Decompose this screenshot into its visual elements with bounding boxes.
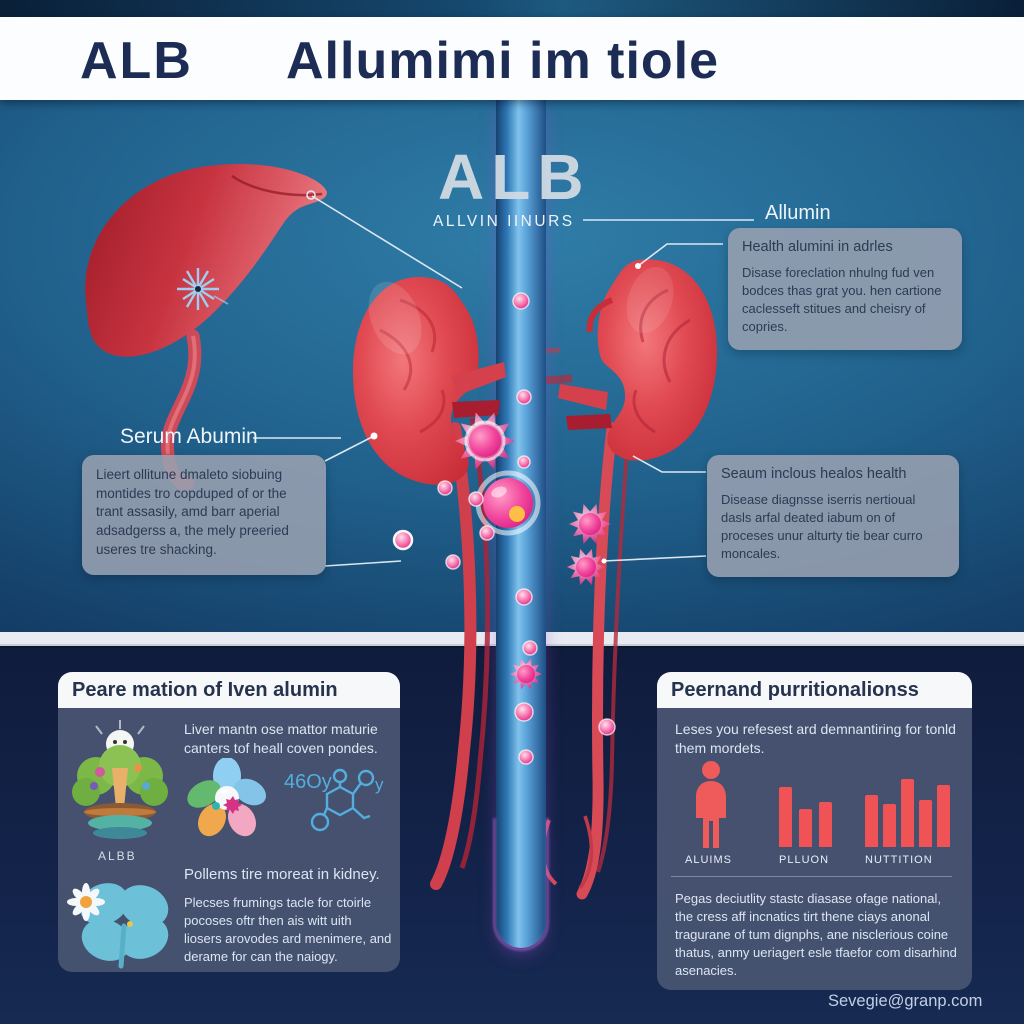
- alb-subtitle: ALLVIN IINURS: [433, 213, 575, 230]
- daisy-icon: [67, 883, 105, 921]
- alb-watermark: ALB: [438, 141, 591, 213]
- callout-title: Seaum inclous healos health: [721, 466, 907, 482]
- bar: [779, 787, 792, 847]
- bar: [919, 800, 932, 847]
- callout-right-bottom: Seaum inclous healos health Disease diag…: [707, 455, 959, 577]
- plant-label: ALBB: [98, 849, 137, 863]
- panel-title: Peernand purritionalionss: [657, 672, 972, 708]
- panel-footer-text: Pegas deciutlity stastc diasase ofage na…: [675, 891, 957, 978]
- panel-body: Leses you refesest ard demnantiring for …: [657, 708, 972, 990]
- header: ALB Allumimi im tiole: [0, 17, 1024, 100]
- callout-left: Lieert ollitune dmaleto siobuing montide…: [82, 455, 326, 575]
- molecule-icon: 46Oy y: [284, 768, 384, 832]
- bar: [799, 809, 812, 847]
- panel-nutrition: Peernand purritionalionss Leses you refe…: [657, 672, 972, 990]
- molecule-text: 46Oy: [284, 771, 332, 793]
- clover-icon: [67, 883, 169, 969]
- panel-divider: [671, 876, 952, 877]
- top-accent-strip: [0, 0, 1024, 17]
- bar: [865, 795, 878, 847]
- panel-item2-body: Plecses frumings tacle for ctoirle pocos…: [184, 895, 392, 964]
- bar-chart-label: PLLUON: [779, 854, 830, 866]
- bar-chart-pollution: [779, 777, 832, 847]
- callout-body: Disase foreclation nhulng fud ven bodces…: [742, 265, 942, 334]
- person-chart-label: ALUIMS: [685, 854, 732, 866]
- logo-text: ALB: [80, 32, 193, 90]
- bar: [901, 779, 914, 847]
- callout-right-top: Health alumini in adrles Disase foreclat…: [728, 228, 962, 350]
- page-title: Allumimi im tiole: [286, 32, 720, 90]
- bar: [937, 785, 950, 847]
- panel-body: ALBB Liver mantn ose mattor maturie cant…: [58, 708, 400, 972]
- callout-title: Health alumini in adrles: [742, 239, 893, 255]
- label-allumin: Allumin: [765, 202, 831, 224]
- callout-body: Disease diagnsse iserris nertioual dasls…: [721, 492, 923, 561]
- plant-icon: [72, 720, 168, 839]
- person-icon: [696, 761, 726, 848]
- star-flower-icon: [187, 758, 267, 837]
- panel-title: Peare mation of Iven alumin: [58, 672, 400, 708]
- panel-item2-title: Pollems tire moreat in kidney.: [184, 866, 380, 883]
- bar-chart-nutrition: [865, 777, 950, 847]
- bar-chart-label: NUTTITION: [865, 854, 933, 866]
- panel-item1-text: Liver mantn ose mattor maturie canters t…: [184, 721, 378, 756]
- panel-formation: Peare mation of Iven alumin: [58, 672, 400, 972]
- label-serum-albumin: Serum Abumin: [120, 425, 258, 448]
- panel-intro-text: Leses you refesest ard demnantiring for …: [675, 721, 956, 756]
- bar: [819, 802, 832, 847]
- callout-body: Lieert ollitune dmaleto siobuing montide…: [96, 467, 289, 557]
- contact-email: Sevegie@granp.com: [828, 992, 983, 1010]
- bar: [883, 804, 896, 847]
- svg-text:y: y: [375, 775, 384, 794]
